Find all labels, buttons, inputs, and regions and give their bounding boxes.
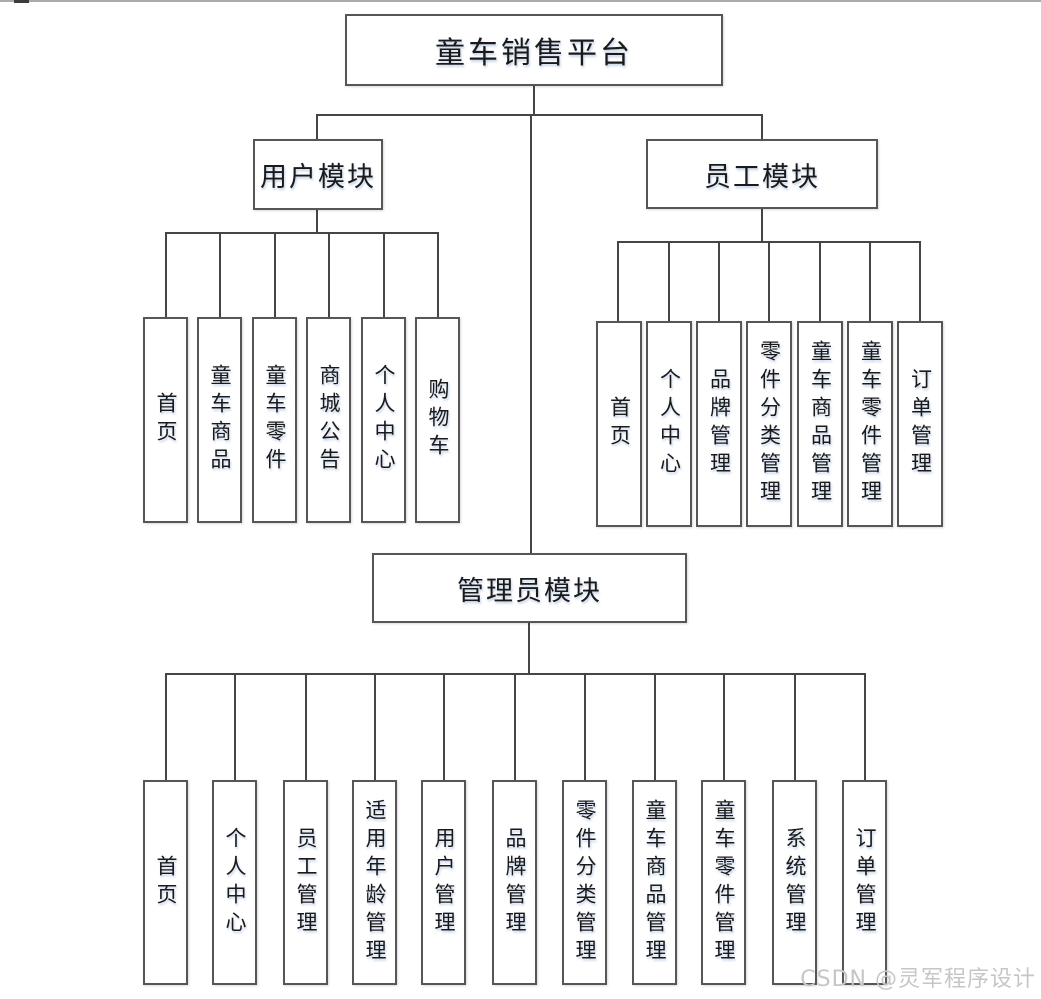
node-label: 首页 xyxy=(154,854,178,911)
node-label: 系统管理 xyxy=(783,826,807,939)
connector xyxy=(584,673,586,781)
node-emp-personal-center: 个人中心 xyxy=(646,321,692,527)
connector xyxy=(794,673,796,781)
node-admin-module: 管理员模块 xyxy=(372,553,687,623)
connector xyxy=(328,232,330,318)
node-label: 品牌管理 xyxy=(503,826,527,939)
node-label: 个人中心 xyxy=(372,364,396,476)
node-label: 童车商品管理 xyxy=(643,798,667,967)
connector xyxy=(383,232,385,318)
window-top-edge-segment xyxy=(14,0,29,3)
connector xyxy=(864,673,866,781)
node-label: 零件分类管理 xyxy=(573,798,597,967)
connector xyxy=(374,673,376,781)
node-user-personal-center: 个人中心 xyxy=(361,317,406,523)
node-label: 用户管理 xyxy=(432,826,456,939)
node-emp-bike-product-mgmt: 童车商品管理 xyxy=(797,321,843,527)
node-label: 童车零件 xyxy=(263,364,287,476)
connector xyxy=(514,673,516,781)
node-label: 购物车 xyxy=(426,378,450,462)
node-admin-parts-category-mgmt: 零件分类管理 xyxy=(562,780,607,985)
node-admin-order-mgmt: 订单管理 xyxy=(842,780,887,985)
connector xyxy=(819,241,821,322)
node-label: 品牌管理 xyxy=(707,368,732,480)
connector xyxy=(316,114,318,141)
node-user-bike-products: 童车商品 xyxy=(197,317,242,523)
node-label: 员工管理 xyxy=(294,826,318,939)
node-admin-bike-product-mgmt: 童车商品管理 xyxy=(632,780,677,985)
node-label: 管理员模块 xyxy=(457,575,602,607)
node-label: 员工模块 xyxy=(704,161,820,193)
connector xyxy=(165,673,167,781)
node-label: 首页 xyxy=(607,396,632,452)
connector xyxy=(761,208,763,243)
node-user-module: 用户模块 xyxy=(253,139,383,210)
node-label: 童车零件管理 xyxy=(712,798,736,967)
node-admin-user-mgmt: 用户管理 xyxy=(421,780,466,985)
node-user-shopping-cart: 购物车 xyxy=(415,317,460,523)
node-root-platform: 童车销售平台 xyxy=(345,14,723,86)
node-admin-brand-mgmt: 品牌管理 xyxy=(492,780,537,985)
connector xyxy=(443,673,445,781)
connector xyxy=(316,114,763,116)
node-emp-brand-mgmt: 品牌管理 xyxy=(696,321,742,527)
connector xyxy=(533,86,535,116)
node-admin-system-mgmt: 系统管理 xyxy=(772,780,817,985)
node-user-mall-notice: 商城公告 xyxy=(306,317,351,523)
connector xyxy=(316,209,318,234)
node-admin-employee-mgmt: 员工管理 xyxy=(283,780,328,985)
connector xyxy=(165,232,439,234)
node-employee-module: 员工模块 xyxy=(646,139,878,209)
connector xyxy=(617,241,619,322)
connector xyxy=(165,232,167,318)
node-admin-bike-parts-mgmt: 童车零件管理 xyxy=(701,780,746,985)
node-admin-age-range-mgmt: 适用年龄管理 xyxy=(352,780,397,985)
node-user-bike-parts: 童车零件 xyxy=(252,317,297,523)
node-emp-bike-parts-mgmt: 童车零件管理 xyxy=(847,321,893,527)
node-emp-parts-category-mgmt: 零件分类管理 xyxy=(746,321,792,527)
connector xyxy=(528,622,530,675)
node-label: 童车零件管理 xyxy=(858,340,883,508)
node-label: 订单管理 xyxy=(908,368,933,480)
node-label: 适用年龄管理 xyxy=(363,798,387,967)
connector xyxy=(654,673,656,781)
connector xyxy=(919,241,921,322)
node-label: 商城公告 xyxy=(317,364,341,476)
node-emp-home: 首页 xyxy=(596,321,642,527)
node-label: 童车商品 xyxy=(208,364,232,476)
connector xyxy=(234,673,236,781)
csdn-watermark: CSDN @灵军程序设计 xyxy=(800,967,1036,992)
node-label: 个人中心 xyxy=(223,826,247,939)
node-label: 订单管理 xyxy=(853,826,877,939)
connector xyxy=(768,241,770,322)
connector xyxy=(761,114,763,141)
node-label: 童车商品管理 xyxy=(808,340,833,508)
connector xyxy=(305,673,307,781)
window-top-edge xyxy=(0,0,1041,2)
connector xyxy=(869,241,871,322)
connector xyxy=(668,241,670,322)
node-admin-home: 首页 xyxy=(143,780,188,985)
connector xyxy=(718,241,720,322)
connector xyxy=(219,232,221,318)
node-label: 首页 xyxy=(154,392,178,448)
node-label: 童车销售平台 xyxy=(435,36,633,71)
connector xyxy=(437,232,439,318)
node-label: 零件分类管理 xyxy=(757,340,782,508)
node-label: 个人中心 xyxy=(657,368,682,480)
connector xyxy=(723,673,725,781)
node-user-home: 首页 xyxy=(143,317,188,523)
connector xyxy=(530,114,532,554)
node-label: 用户模块 xyxy=(260,162,376,193)
node-admin-personal-center: 个人中心 xyxy=(212,780,257,985)
node-emp-order-mgmt: 订单管理 xyxy=(897,321,943,527)
connector xyxy=(274,232,276,318)
